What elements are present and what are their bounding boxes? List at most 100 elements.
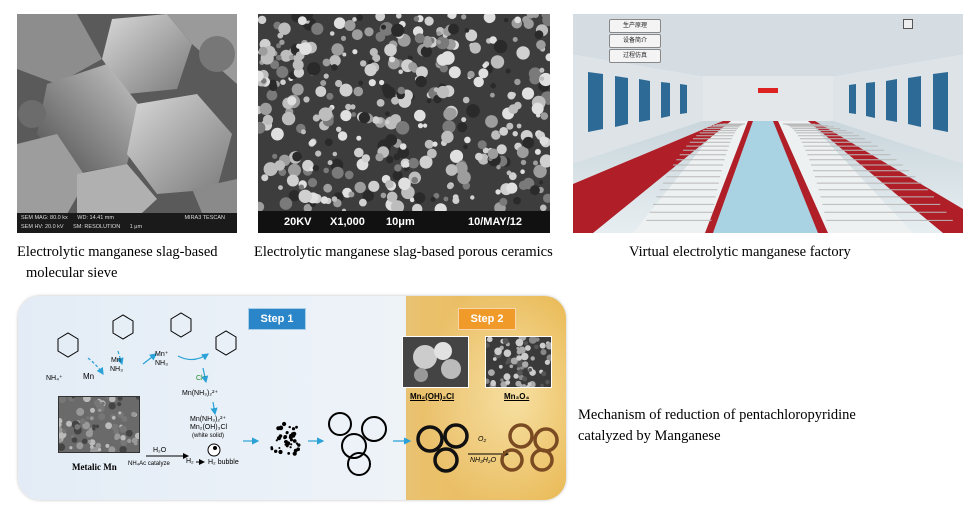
texture-blob: [376, 35, 384, 42]
particle-dot: [270, 446, 273, 449]
texture-blob: [505, 380, 511, 385]
texture-blob: [351, 29, 363, 40]
texture-blob: [424, 139, 434, 149]
texture-blob: [490, 55, 505, 69]
texture-blob: [491, 130, 501, 140]
texture-blob: [533, 164, 547, 178]
texture-blob: [394, 164, 402, 172]
texture-blob: [83, 397, 91, 403]
texture-blob: [436, 40, 441, 45]
texture-blob: [339, 83, 353, 97]
texture-blob: [358, 80, 364, 86]
texture-blob: [487, 337, 493, 343]
texture-blob: [528, 368, 532, 372]
texture-blob: [496, 144, 507, 155]
texture-blob: [506, 122, 514, 130]
particle-dot: [275, 439, 278, 442]
o2-label: O₂: [478, 436, 487, 443]
texture-blob: [59, 443, 66, 451]
texture-blob: [516, 346, 520, 350]
texture-blob: [469, 42, 481, 54]
texture-blob: [540, 349, 547, 356]
texture-blob: [323, 167, 329, 174]
texture-blob: [436, 31, 442, 36]
texture-blob: [415, 75, 427, 88]
factory-close-icon[interactable]: [903, 19, 913, 29]
texture-blob: [533, 160, 538, 166]
texture-blob: [503, 373, 511, 381]
texture-blob: [426, 98, 432, 104]
texture-blob: [307, 62, 321, 76]
texture-blob: [288, 190, 300, 202]
texture-blob: [546, 354, 551, 362]
texture-blob: [276, 54, 282, 61]
mn-nh3-nh3-label: NH₃: [110, 366, 123, 373]
texture-blob: [488, 369, 495, 376]
texture-blob: [359, 198, 367, 207]
texture-blob: [448, 66, 461, 79]
texture-blob: [512, 131, 518, 137]
texture-blob: [534, 30, 544, 40]
texture-blob: [452, 197, 460, 204]
texture-blob: [270, 60, 280, 70]
particle-dot: [295, 442, 299, 445]
texture-blob: [473, 76, 484, 88]
texture-blob: [92, 424, 96, 429]
texture-blob: [388, 56, 396, 63]
texture-blob: [539, 72, 550, 87]
ceramics-texture-graphic: [258, 14, 550, 233]
texture-blob: [531, 102, 544, 115]
h2o-label: H₂O: [153, 447, 167, 454]
texture-blob: [439, 64, 448, 73]
texture-blob: [424, 16, 434, 26]
texture-blob: [516, 355, 522, 361]
factory-menu-button-simulation[interactable]: 过程仿真: [609, 49, 661, 63]
texture-blob: [539, 180, 544, 185]
particle-dot: [278, 449, 283, 455]
texture-blob: [354, 181, 366, 194]
texture-blob: [544, 359, 550, 365]
texture-blob: [430, 196, 436, 202]
texture-blob: [309, 166, 314, 172]
texture-blob: [361, 154, 371, 163]
particle-dot: [278, 447, 281, 449]
texture-blob: [510, 357, 518, 365]
texture-blob: [408, 62, 417, 71]
texture-blob: [288, 163, 301, 177]
texture-blob: [318, 107, 333, 122]
factory-scene-graphic: [573, 14, 963, 233]
mn-complex2-label: Mn(NH₃)₂²⁺: [190, 416, 227, 423]
texture-blob: [514, 78, 521, 86]
texture-blob: [500, 378, 504, 382]
texture-blob: [432, 141, 438, 147]
texture-blob: [463, 144, 468, 150]
particle-dot: [282, 421, 287, 427]
texture-blob: [71, 397, 75, 399]
sieve-sem-image: SEM MAG: 80.0 kx WD: 14.41 mm MIRA3 TESC…: [17, 14, 237, 233]
texture-blob: [292, 151, 302, 162]
texture-blob: [62, 429, 67, 434]
texture-blob: [397, 146, 410, 159]
texture-blob: [101, 401, 105, 406]
texture-blob: [385, 180, 394, 189]
texture-blob: [315, 150, 322, 157]
particle-dot: [296, 447, 301, 451]
texture-blob: [516, 46, 530, 60]
texture-blob: [540, 383, 544, 387]
texture-blob: [529, 73, 541, 85]
texture-blob: [379, 79, 385, 86]
texture-blob: [478, 68, 489, 79]
particle-dot: [292, 451, 297, 456]
texture-blob: [113, 429, 120, 435]
texture-blob: [108, 446, 116, 452]
texture-blob: [344, 170, 354, 180]
texture-blob: [356, 135, 362, 141]
texture-blob: [442, 120, 456, 134]
factory-menu-button-principle[interactable]: 生产原理: [609, 19, 661, 33]
texture-blob: [483, 14, 496, 23]
factory-menu-button-equipment[interactable]: 设备简介: [609, 34, 661, 48]
texture-blob: [391, 23, 405, 37]
texture-blob: [411, 176, 418, 184]
ceramics-date-text: 10/MAY/12: [468, 216, 523, 228]
catalyst-label: NH₄Ac catalyze: [128, 461, 170, 467]
